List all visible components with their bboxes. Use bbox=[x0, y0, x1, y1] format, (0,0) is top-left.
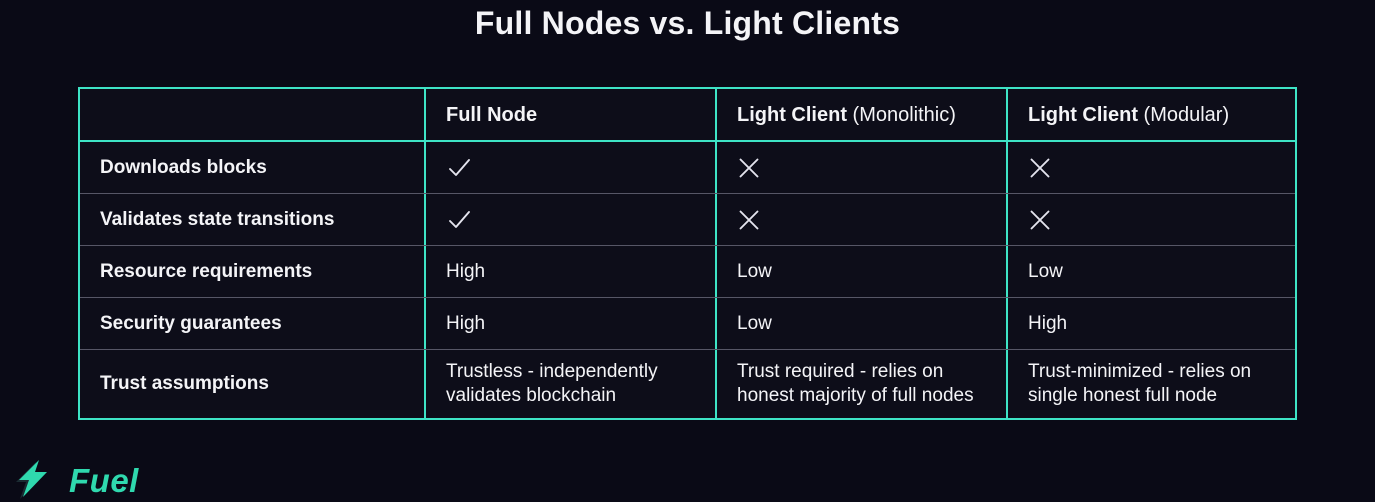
table-cell: High bbox=[424, 298, 715, 349]
table-cell: Low bbox=[715, 246, 1006, 297]
table-cell: High bbox=[1006, 298, 1295, 349]
table-cell: Trust-minimized - relies on single hones… bbox=[1006, 350, 1295, 418]
lightning-bolt-icon bbox=[13, 458, 55, 502]
cross-icon bbox=[715, 194, 1006, 245]
header-label: Light Client bbox=[737, 103, 847, 126]
header-cell-blank bbox=[80, 89, 424, 140]
header-label: Full Node bbox=[446, 103, 538, 126]
row-label: Resource requirements bbox=[100, 260, 313, 282]
table-header-row: Full Node Light Client (Monolithic) Ligh… bbox=[80, 89, 1295, 142]
cross-icon bbox=[1006, 142, 1295, 193]
row-label: Trust assumptions bbox=[100, 373, 269, 394]
fuel-logo-text: Fuel bbox=[69, 462, 139, 499]
header-cell-light-client-monolithic: Light Client (Monolithic) bbox=[715, 89, 1006, 140]
table-row: Trust assumptions Trustless - independent… bbox=[80, 350, 1295, 418]
header-sublabel: (Monolithic) bbox=[846, 103, 956, 126]
table-cell: Low bbox=[1006, 246, 1295, 297]
cross-icon bbox=[715, 142, 1006, 193]
header-sublabel: (Modular) bbox=[1137, 103, 1230, 126]
header-label: Light Client bbox=[1028, 103, 1138, 126]
header-cell-light-client-modular: Light Client (Modular) bbox=[1006, 89, 1295, 140]
row-label: Downloads blocks bbox=[100, 156, 267, 178]
table-cell: Trust required - relies on honest majori… bbox=[715, 350, 1006, 418]
check-icon bbox=[424, 142, 715, 193]
table-cell: Low bbox=[715, 298, 1006, 349]
cross-icon bbox=[1006, 194, 1295, 245]
header-cell-full-node: Full Node bbox=[424, 89, 715, 140]
table-cell: Trustless - independently validates bloc… bbox=[424, 350, 715, 418]
check-icon bbox=[424, 194, 715, 245]
table-row: Validates state transitions bbox=[80, 194, 1295, 246]
table-cell: High bbox=[424, 246, 715, 297]
table-row: Downloads blocks bbox=[80, 142, 1295, 194]
comparison-table: Full Node Light Client (Monolithic) Ligh… bbox=[78, 87, 1297, 420]
row-label: Security guarantees bbox=[100, 312, 282, 334]
row-label: Validates state transitions bbox=[100, 208, 335, 230]
fuel-logo: Fuel bbox=[13, 458, 139, 502]
page-title: Full Nodes vs. Light Clients bbox=[474, 5, 901, 41]
